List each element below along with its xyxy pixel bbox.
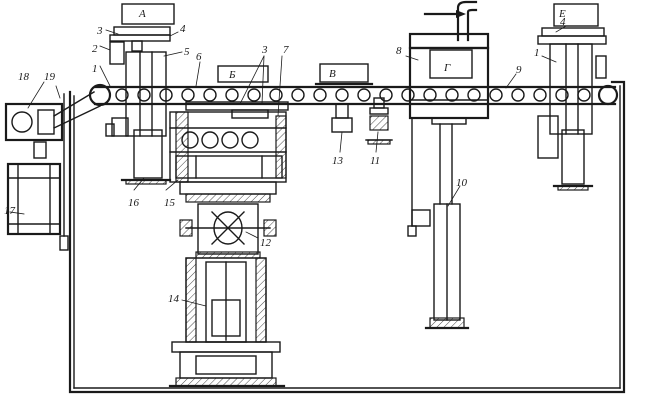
callout-6: 6: [196, 51, 202, 63]
chain-rollers: [115, 88, 591, 102]
chain-roller: [423, 88, 437, 102]
callout-3b: 3: [261, 44, 268, 56]
station-v-assembly: [314, 63, 393, 145]
callout-3: 3: [96, 25, 103, 37]
tail-sprocket: [597, 84, 619, 106]
chain-roller: [467, 88, 481, 102]
callout-10: 10: [456, 177, 468, 189]
reducer-18: [4, 102, 64, 142]
chain-roller: [181, 88, 195, 102]
chain-roller: [379, 88, 393, 102]
chain-19: [53, 105, 101, 129]
motor-17: [6, 162, 62, 236]
station-a-letter: А: [138, 8, 146, 20]
station-g-letter: Г: [443, 62, 451, 74]
station-v-box: [319, 63, 369, 83]
callout-16: 16: [128, 197, 140, 209]
station-g-press: [407, 0, 490, 330]
callout-15: 15: [164, 197, 176, 209]
chain-roller: [335, 88, 349, 102]
callout-9: 9: [516, 64, 522, 76]
chain-roller: [489, 88, 503, 102]
drive-unit: [4, 91, 101, 251]
station-g-box: [429, 49, 473, 79]
gripper-13: [331, 117, 353, 133]
chain-roller: [269, 88, 283, 102]
station-b-letter: Б: [228, 69, 236, 81]
rotary-mechanism: [179, 203, 277, 259]
chain-roller: [291, 88, 305, 102]
callout-12: 12: [260, 237, 272, 249]
cylinder-2: [109, 41, 125, 65]
callout-18: 18: [18, 71, 30, 83]
hydraulic-cylinder-14: [168, 257, 286, 388]
chain-roller: [401, 88, 415, 102]
callout-2: 2: [92, 43, 98, 55]
station-v-letter: В: [329, 68, 336, 80]
lifting-table-assembly: [169, 65, 289, 203]
chain-roller: [115, 88, 129, 102]
chain-roller: [511, 88, 525, 102]
callout-14: 14: [168, 293, 180, 305]
chain-roller: [555, 88, 569, 102]
callout-19: 19: [44, 71, 56, 83]
station-a-box: [121, 3, 175, 25]
chain-roller: [203, 88, 217, 102]
chain-roller: [533, 88, 547, 102]
station-b-box: [217, 65, 269, 83]
callout-1a: 1: [92, 63, 98, 75]
callout-1b: 1: [534, 47, 540, 59]
machine-frame: [68, 80, 626, 394]
callout-11: 11: [370, 155, 380, 167]
chain-roller: [445, 88, 459, 102]
station-e-box: [553, 3, 599, 27]
station-a-assembly: [105, 3, 175, 185]
callout-17: 17: [4, 205, 16, 217]
chain-roller: [357, 88, 371, 102]
chain-roller: [137, 88, 151, 102]
callout-4b: 4: [560, 16, 566, 28]
callout-4a: 4: [180, 23, 186, 35]
leader-lines: [9, 25, 567, 307]
chain-roller: [313, 88, 327, 102]
station-e-letter: Е: [558, 8, 566, 20]
chain-roller: [247, 88, 261, 102]
station-e-assembly: [537, 3, 607, 191]
conveyor-chain: [88, 83, 619, 107]
chain-roller: [225, 88, 239, 102]
callout-13: 13: [332, 155, 344, 167]
sensor-11: [369, 115, 389, 131]
callout-8: 8: [396, 45, 402, 57]
callout-7: 7: [283, 44, 289, 56]
chain-roller: [577, 88, 591, 102]
callout-5: 5: [184, 46, 190, 58]
